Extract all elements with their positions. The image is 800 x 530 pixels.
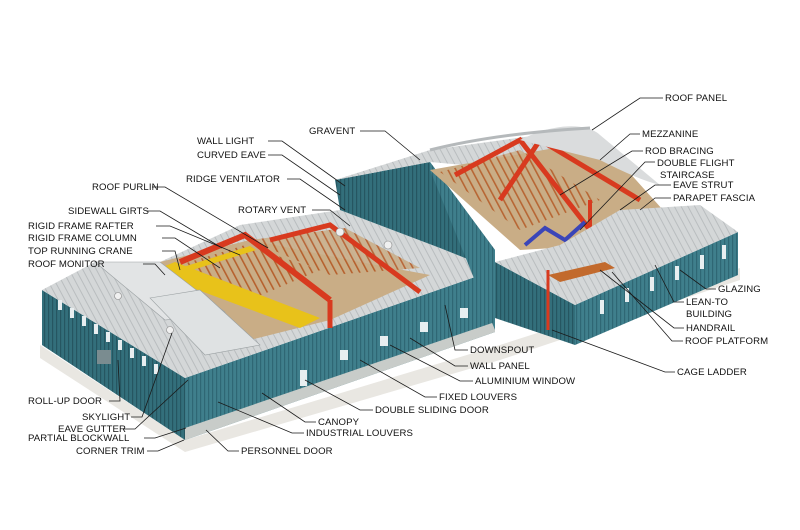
label-double-flight: DOUBLE FLIGHT xyxy=(657,158,735,169)
leader-lines xyxy=(109,97,716,452)
label-fixed-louvers: FIXED LOUVERS xyxy=(439,392,517,403)
label-building: BUILDING xyxy=(686,309,732,320)
roof-platform xyxy=(548,262,615,282)
label-canopy: CANOPY xyxy=(318,417,360,428)
label-roof-panel: ROOF PANEL xyxy=(665,93,728,104)
label-downspout: DOWNSPOUT xyxy=(470,345,534,356)
label-industrial-louvers: INDUSTRIAL LOUVERS xyxy=(306,428,413,439)
label-wall-panel: WALL PANEL xyxy=(470,361,530,372)
lean-to-right-wall xyxy=(575,232,738,345)
label-handrail: HANDRAIL xyxy=(686,323,736,334)
label-ridge-ventilator: RIDGE VENTILATOR xyxy=(186,174,280,185)
label-lean-to: LEAN-TO xyxy=(686,297,728,308)
label-gravent: GRAVENT xyxy=(309,126,355,137)
roof-panel-curve xyxy=(520,126,660,185)
lean-to-front-wall xyxy=(495,262,575,345)
front-wall-openings xyxy=(300,308,468,386)
roof-monitor-strip-2 xyxy=(149,289,261,356)
roll-up-door-shape xyxy=(97,350,111,364)
label-rod-bracing: ROD BRACING xyxy=(645,146,714,157)
rotary-vent xyxy=(335,227,345,237)
rotary-vent-2 xyxy=(383,240,393,250)
tall-cutaway-purlins xyxy=(440,150,600,230)
label-curved-eave: CURVED EAVE xyxy=(197,150,266,161)
lean-to-windows xyxy=(600,245,726,314)
label-aluminium-window: ALUMINIUM WINDOW xyxy=(475,376,576,387)
label-parapet-fascia: PARAPET FASCIA xyxy=(673,193,756,204)
label-glazing: GLAZING xyxy=(718,284,761,295)
cutaway-purlins xyxy=(170,245,320,300)
skylight-vent xyxy=(114,292,122,300)
double-flight-staircase xyxy=(523,220,587,247)
top-running-crane xyxy=(150,262,320,328)
label-corner-trim: CORNER TRIM xyxy=(76,446,145,457)
tall-block-front-wall xyxy=(430,162,495,330)
crane-rail xyxy=(180,246,256,272)
label-rotary-vent: ROTARY VENT xyxy=(238,205,306,216)
curved-eave-shape xyxy=(429,126,591,152)
label-rigid-frame-column: RIGID FRAME COLUMN xyxy=(28,233,137,244)
label-roof-platform: ROOF PLATFORM xyxy=(685,336,768,347)
label-roof-monitor: ROOF MONITOR xyxy=(28,259,105,270)
label-staircase: STAIRCASE xyxy=(660,170,715,181)
lean-to-roof xyxy=(495,205,738,305)
rigid-frame-rafter-1 xyxy=(178,231,332,303)
callout-labels: ROOF PANEL GRAVENT MEZZANINE WALL LIGHT … xyxy=(28,93,768,457)
rigid-frame-rafter-2 xyxy=(269,222,422,295)
label-mezzanine: MEZZANINE xyxy=(642,129,698,140)
label-eave-strut: EAVE STRUT xyxy=(673,180,734,191)
label-roll-up-door: ROLL-UP DOOR xyxy=(28,396,102,407)
tall-block-left-wall xyxy=(335,162,495,270)
building-illustration xyxy=(40,126,740,452)
label-personnel-door: PERSONNEL DOOR xyxy=(241,446,333,457)
label-sidewall-girts: SIDEWALL GIRTS xyxy=(68,206,149,217)
skylight-vent-2 xyxy=(166,326,174,334)
label-top-running-crane: TOP RUNNING CRANE xyxy=(28,246,133,257)
left-block-end-wall xyxy=(42,290,185,440)
label-skylight: SKYLIGHT xyxy=(82,412,130,423)
label-wall-light: WALL LIGHT xyxy=(197,136,254,147)
label-double-sliding-door: DOUBLE SLIDING DOOR xyxy=(375,405,489,416)
blockwall-strip xyxy=(185,322,495,440)
label-rigid-frame-rafter: RIGID FRAME RAFTER xyxy=(28,221,134,232)
left-windows xyxy=(58,300,158,374)
label-roof-purlin: ROOF PURLIN xyxy=(92,182,159,193)
label-cage-ladder: CAGE LADDER xyxy=(677,367,747,378)
label-partial-blockwall: PARTIAL BLOCKWALL xyxy=(28,433,130,444)
label-eave-gutter: EAVE GUTTER xyxy=(58,424,126,435)
